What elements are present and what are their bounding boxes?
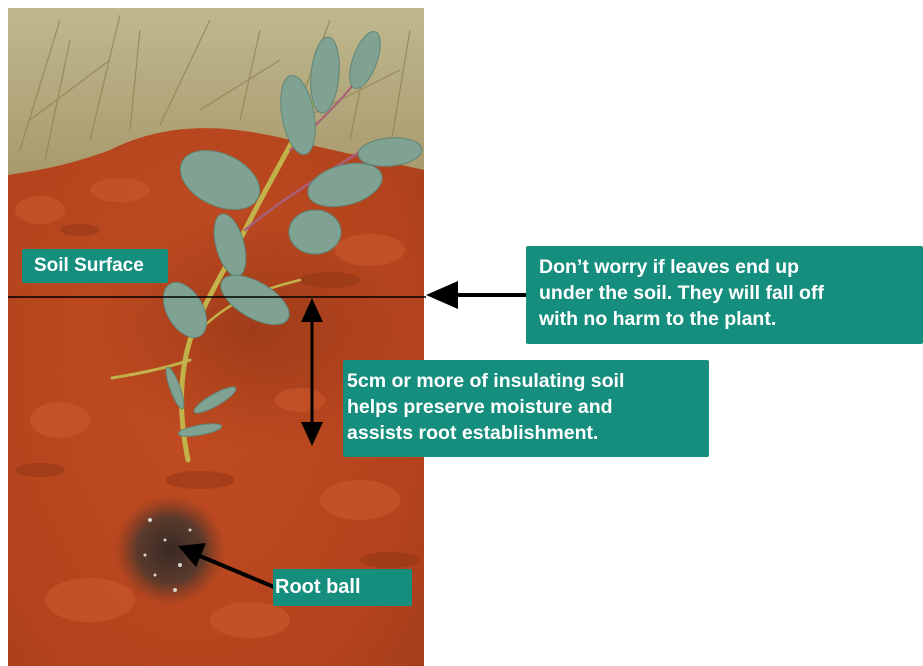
soil-surface-label: Soil Surface	[22, 249, 168, 283]
insulating-soil-note-box: 5cm or more of insulating soil helps pre…	[343, 360, 709, 457]
leaves-note-line: under the soil. They will fall off	[539, 280, 923, 306]
leaves-note-box: Don’t worry if leaves end up under the s…	[526, 246, 923, 344]
insulating-note-line: helps preserve moisture and	[347, 394, 709, 420]
plant-photo	[8, 8, 424, 666]
insulating-note-line: 5cm or more of insulating soil	[347, 368, 709, 394]
root-ball-label: Root ball	[273, 569, 412, 606]
insulating-note-line: assists root establishment.	[347, 420, 709, 446]
leaves-note-line: Don’t worry if leaves end up	[539, 254, 923, 280]
root-ball-image	[115, 495, 225, 605]
leaves-arrow	[426, 281, 527, 309]
leaves-note-line: with no harm to the plant.	[539, 306, 923, 332]
